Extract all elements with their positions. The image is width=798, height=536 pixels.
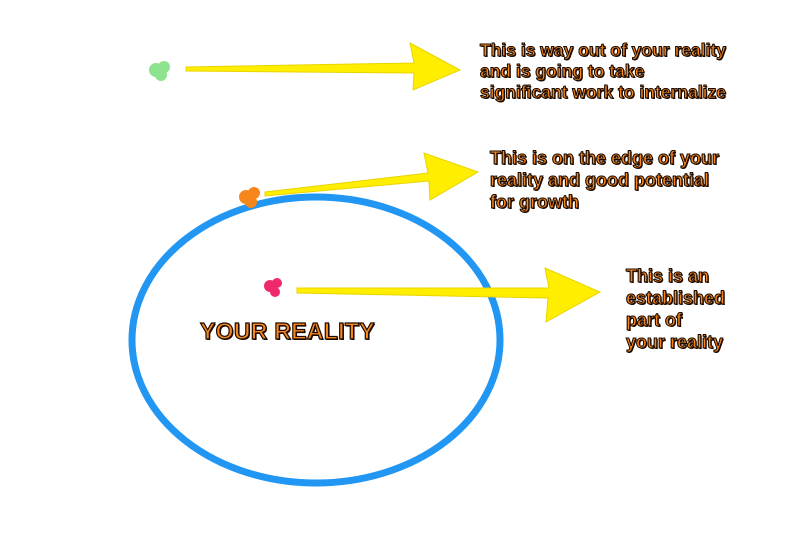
label-outside-reality: This is way out of your reality and is g… — [479, 40, 727, 103]
dot-edge — [239, 187, 260, 208]
center-title: YOUR REALITY — [199, 317, 375, 344]
arrow-outside — [185, 42, 462, 91]
label-line: established — [625, 288, 726, 309]
label-line: and is going to take — [479, 61, 645, 82]
label-line: This is an — [625, 266, 710, 287]
label-line: significant work to internalize — [479, 82, 727, 103]
label-line: part of — [625, 310, 682, 331]
label-edge-of-reality: This is on the edge of your reality and … — [489, 147, 720, 213]
dot-outside — [149, 61, 170, 81]
reality-circle — [128, 193, 504, 487]
label-line: for growth — [489, 192, 579, 213]
label-line: This is way out of your reality — [479, 40, 727, 61]
dot-inside — [264, 278, 282, 297]
arrow-inside — [296, 267, 602, 323]
label-line: reality and good potential — [489, 170, 710, 191]
label-line: This is on the edge of your — [489, 148, 720, 169]
label-line: your reality — [625, 332, 724, 353]
arrow-edge — [264, 152, 480, 201]
label-inside-reality: This is an established part of your real… — [625, 265, 726, 353]
